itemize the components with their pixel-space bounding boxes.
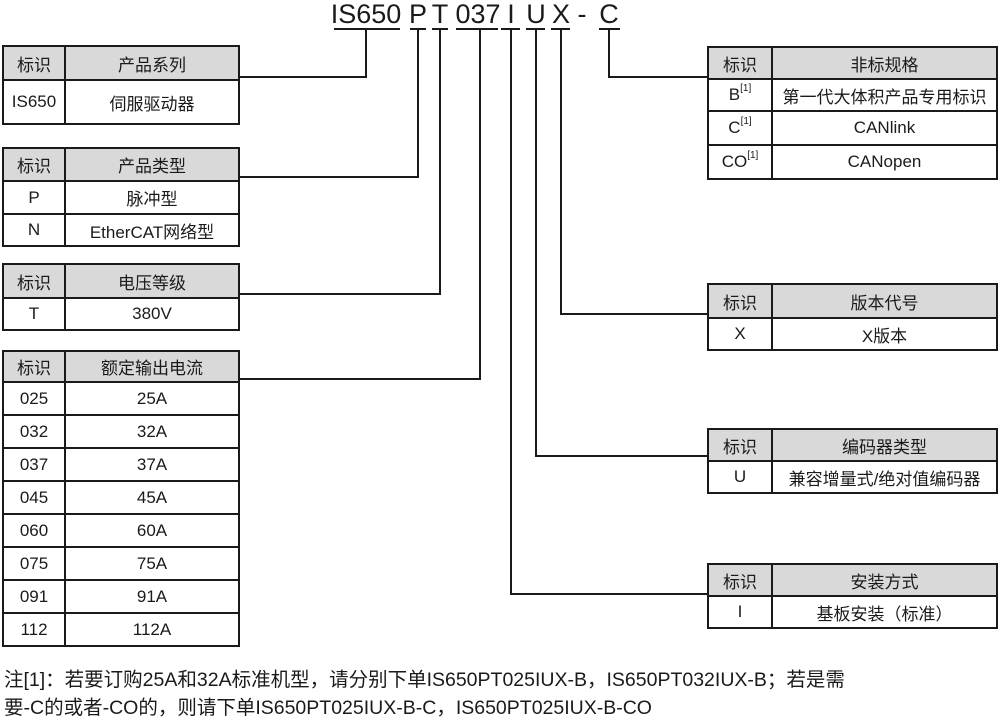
- underline-nonstd: [599, 28, 620, 30]
- connector-nonstd-vline: [608, 30, 610, 78]
- desc-cell: 60A: [64, 513, 238, 546]
- column-header-code: 标识: [4, 47, 64, 79]
- desc-cell: 基板安装（标准）: [771, 595, 996, 627]
- desc-cell: X版本: [771, 317, 996, 349]
- connector-mounting-vline: [510, 30, 512, 595]
- desc-cell: 112A: [64, 612, 238, 645]
- column-header-code: 标识: [4, 352, 64, 381]
- model-segment-nonstd: C: [599, 0, 619, 29]
- column-header-code: 标识: [709, 285, 771, 317]
- model-segment-series: IS650: [330, 0, 402, 29]
- footnote-line-1: 注[1]：若要订购25A和32A标准机型，请分别下单IS650PT025IUX-…: [4, 669, 845, 691]
- desc-cell: 兼容增量式/绝对值编码器: [771, 460, 996, 492]
- underline-current: [456, 28, 498, 30]
- code-cell: 075: [4, 546, 64, 579]
- model-segment-current: 037: [455, 0, 501, 29]
- code-cell: 037: [4, 447, 64, 480]
- desc-cell: 第一代大体积产品专用标识: [771, 78, 996, 110]
- code-cell: B[1]: [709, 78, 771, 110]
- model-segment-encoder: U: [526, 0, 546, 29]
- column-header-code: 标识: [709, 565, 771, 595]
- code-cell: CO[1]: [709, 144, 771, 178]
- connector-version-hline: [560, 313, 707, 315]
- desc-cell: EtherCAT网络型: [64, 213, 238, 245]
- model-segment-type: P: [408, 0, 428, 29]
- model-segment-voltage: T: [431, 0, 449, 29]
- desc-cell: 脉冲型: [64, 180, 238, 213]
- connector-version-vline: [560, 30, 562, 315]
- connector-voltage-vline: [439, 30, 441, 295]
- desc-cell: 380V: [64, 297, 238, 329]
- desc-cell: 45A: [64, 480, 238, 513]
- column-header-desc: 编码器类型: [771, 430, 996, 460]
- connector-series-hline: [240, 76, 367, 78]
- code-cell: N: [4, 213, 64, 245]
- column-header-code: 标识: [709, 48, 771, 78]
- code-cell: U: [709, 460, 771, 492]
- connector-voltage-hline: [240, 293, 441, 295]
- desc-cell: CANopen: [771, 144, 996, 178]
- model-segment-mounting: I: [507, 0, 515, 29]
- column-header-desc: 非标规格: [771, 48, 996, 78]
- underline-version: [551, 28, 570, 30]
- connector-series-vline: [365, 30, 367, 78]
- desc-cell: 伺服驱动器: [64, 79, 238, 123]
- desc-cell: 32A: [64, 414, 238, 447]
- code-cell: P: [4, 180, 64, 213]
- column-header-code: 标识: [4, 265, 64, 297]
- connector-mounting-hline: [510, 593, 707, 595]
- underline-series: [334, 28, 400, 30]
- underline-encoder: [526, 28, 545, 30]
- connector-encoder-hline: [535, 455, 707, 457]
- code-cell: I: [709, 595, 771, 627]
- code-cell: 045: [4, 480, 64, 513]
- code-cell: X: [709, 317, 771, 349]
- column-header-desc: 额定输出电流: [64, 352, 238, 381]
- code-cell: 112: [4, 612, 64, 645]
- column-header-desc: 产品系列: [64, 47, 238, 79]
- footnote: 注[1]：若要订购25A和32A标准机型，请分别下单IS650PT025IUX-…: [4, 666, 998, 722]
- footnote-line-2: 要-C的或者-CO的，则请下单IS650PT025IUX-B-C，IS650PT…: [4, 697, 652, 719]
- code-cell: 091: [4, 579, 64, 612]
- column-header-code: 标识: [709, 430, 771, 460]
- code-cell: 060: [4, 513, 64, 546]
- desc-cell: 75A: [64, 546, 238, 579]
- connector-encoder-vline: [535, 30, 537, 457]
- model-segment-dash: -: [577, 0, 587, 29]
- desc-cell: 37A: [64, 447, 238, 480]
- column-header-code: 标识: [4, 149, 64, 180]
- connector-current-hline: [240, 378, 481, 380]
- column-header-desc: 安装方式: [771, 565, 996, 595]
- model-segment-version: X: [551, 0, 571, 29]
- underline-type: [410, 28, 426, 30]
- code-cell: 032: [4, 414, 64, 447]
- connector-type-vline: [417, 30, 419, 178]
- desc-cell: CANlink: [771, 110, 996, 144]
- connector-nonstd-hline: [608, 76, 707, 78]
- column-header-desc: 产品类型: [64, 149, 238, 180]
- connector-current-vline: [479, 30, 481, 380]
- desc-cell: 91A: [64, 579, 238, 612]
- underline-voltage: [432, 28, 448, 30]
- underline-mounting: [501, 28, 520, 30]
- code-cell: T: [4, 297, 64, 329]
- code-cell: IS650: [4, 79, 64, 123]
- column-header-desc: 版本代号: [771, 285, 996, 317]
- desc-cell: 25A: [64, 381, 238, 414]
- connector-type-hline: [240, 176, 419, 178]
- column-header-desc: 电压等级: [64, 265, 238, 297]
- code-cell: C[1]: [709, 110, 771, 144]
- code-cell: 025: [4, 381, 64, 414]
